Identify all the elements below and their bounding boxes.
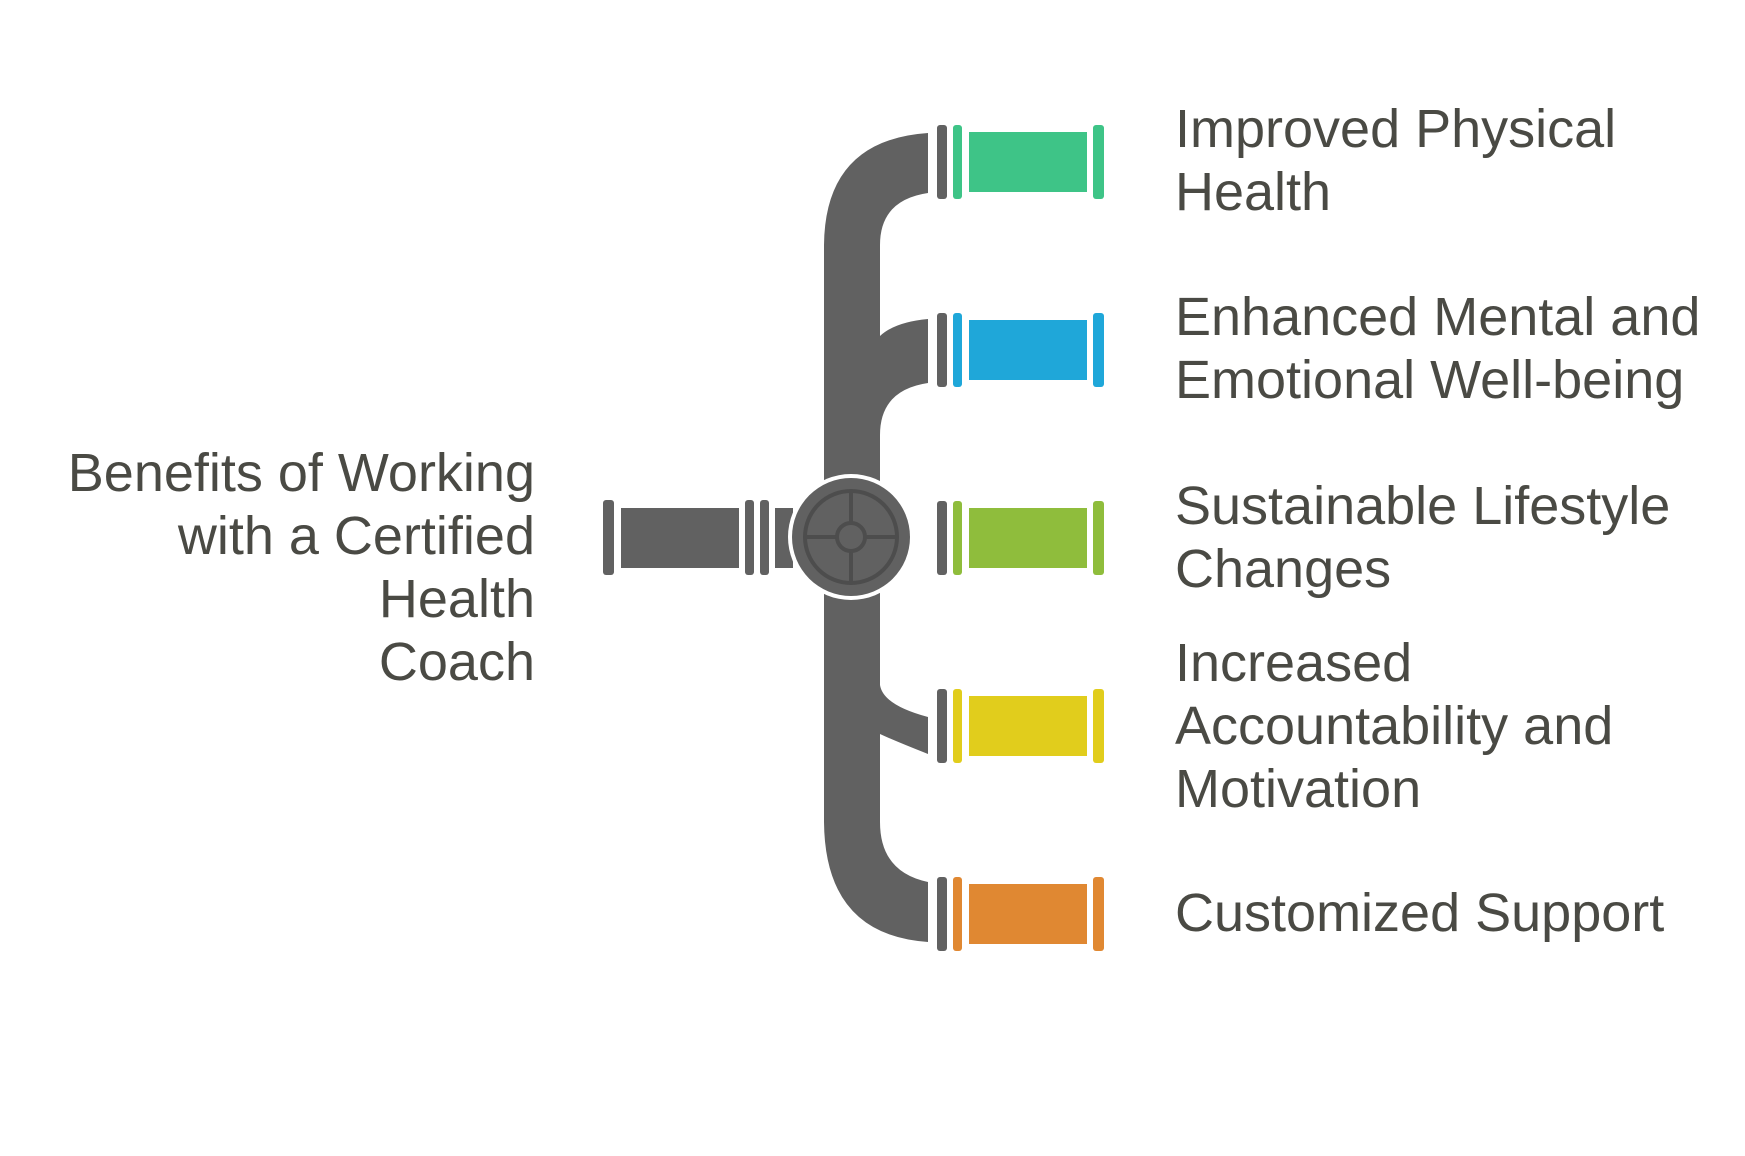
inlet-ring-2	[760, 500, 769, 575]
branch-end-cap	[1093, 501, 1104, 575]
branch-end-cap	[1093, 689, 1104, 763]
branch-ring-color	[953, 313, 962, 387]
branch-ring-gray	[937, 313, 947, 387]
branch-label-customized-support: Customized Support	[1175, 883, 1665, 943]
branch-pipe-body	[969, 132, 1087, 192]
valve-wheel-icon	[788, 474, 914, 600]
main-topic-label: Benefits of Working with a Certified Hea…	[67, 443, 535, 692]
branch-end-cap	[1093, 877, 1104, 951]
branch-end-cap	[1093, 313, 1104, 387]
branch-outlet-2	[937, 313, 1104, 387]
branch-ring-gray	[937, 877, 947, 951]
inlet-ring-1	[745, 500, 754, 575]
branch-label-mental-wellbeing: Enhanced Mental and Emotional Well-being	[1175, 287, 1701, 410]
branch-ring-color	[953, 501, 962, 575]
branch-outlet-3	[937, 501, 1104, 575]
branch-ring-color	[953, 689, 962, 763]
branch-ring-gray	[937, 501, 947, 575]
branch-label-lifestyle-changes: Sustainable Lifestyle Changes	[1175, 476, 1671, 599]
branch-label-accountability: Increased Accountability and Motivation	[1175, 633, 1614, 819]
branch-pipe-body	[969, 696, 1087, 756]
branch-outlet-4	[937, 689, 1104, 763]
branch-pipe-body	[969, 508, 1087, 568]
branch-ring-gray	[937, 125, 947, 199]
inlet-end-cap	[603, 500, 614, 575]
branch-ring-color	[953, 125, 962, 199]
inlet-pipe-body	[621, 508, 739, 568]
branch-ring-gray	[937, 689, 947, 763]
branch-label-physical-health: Improved Physical Health	[1175, 99, 1617, 222]
branch-pipe-body	[969, 884, 1087, 944]
branch-ring-color	[953, 877, 962, 951]
branch-end-cap	[1093, 125, 1104, 199]
branch-outlet-5	[937, 877, 1104, 951]
branch-outlets	[937, 125, 1104, 951]
branch-outlet-1	[937, 125, 1104, 199]
inlet-pipe	[603, 500, 793, 575]
branch-pipe-body	[969, 320, 1087, 380]
inlet-connector	[775, 508, 793, 568]
